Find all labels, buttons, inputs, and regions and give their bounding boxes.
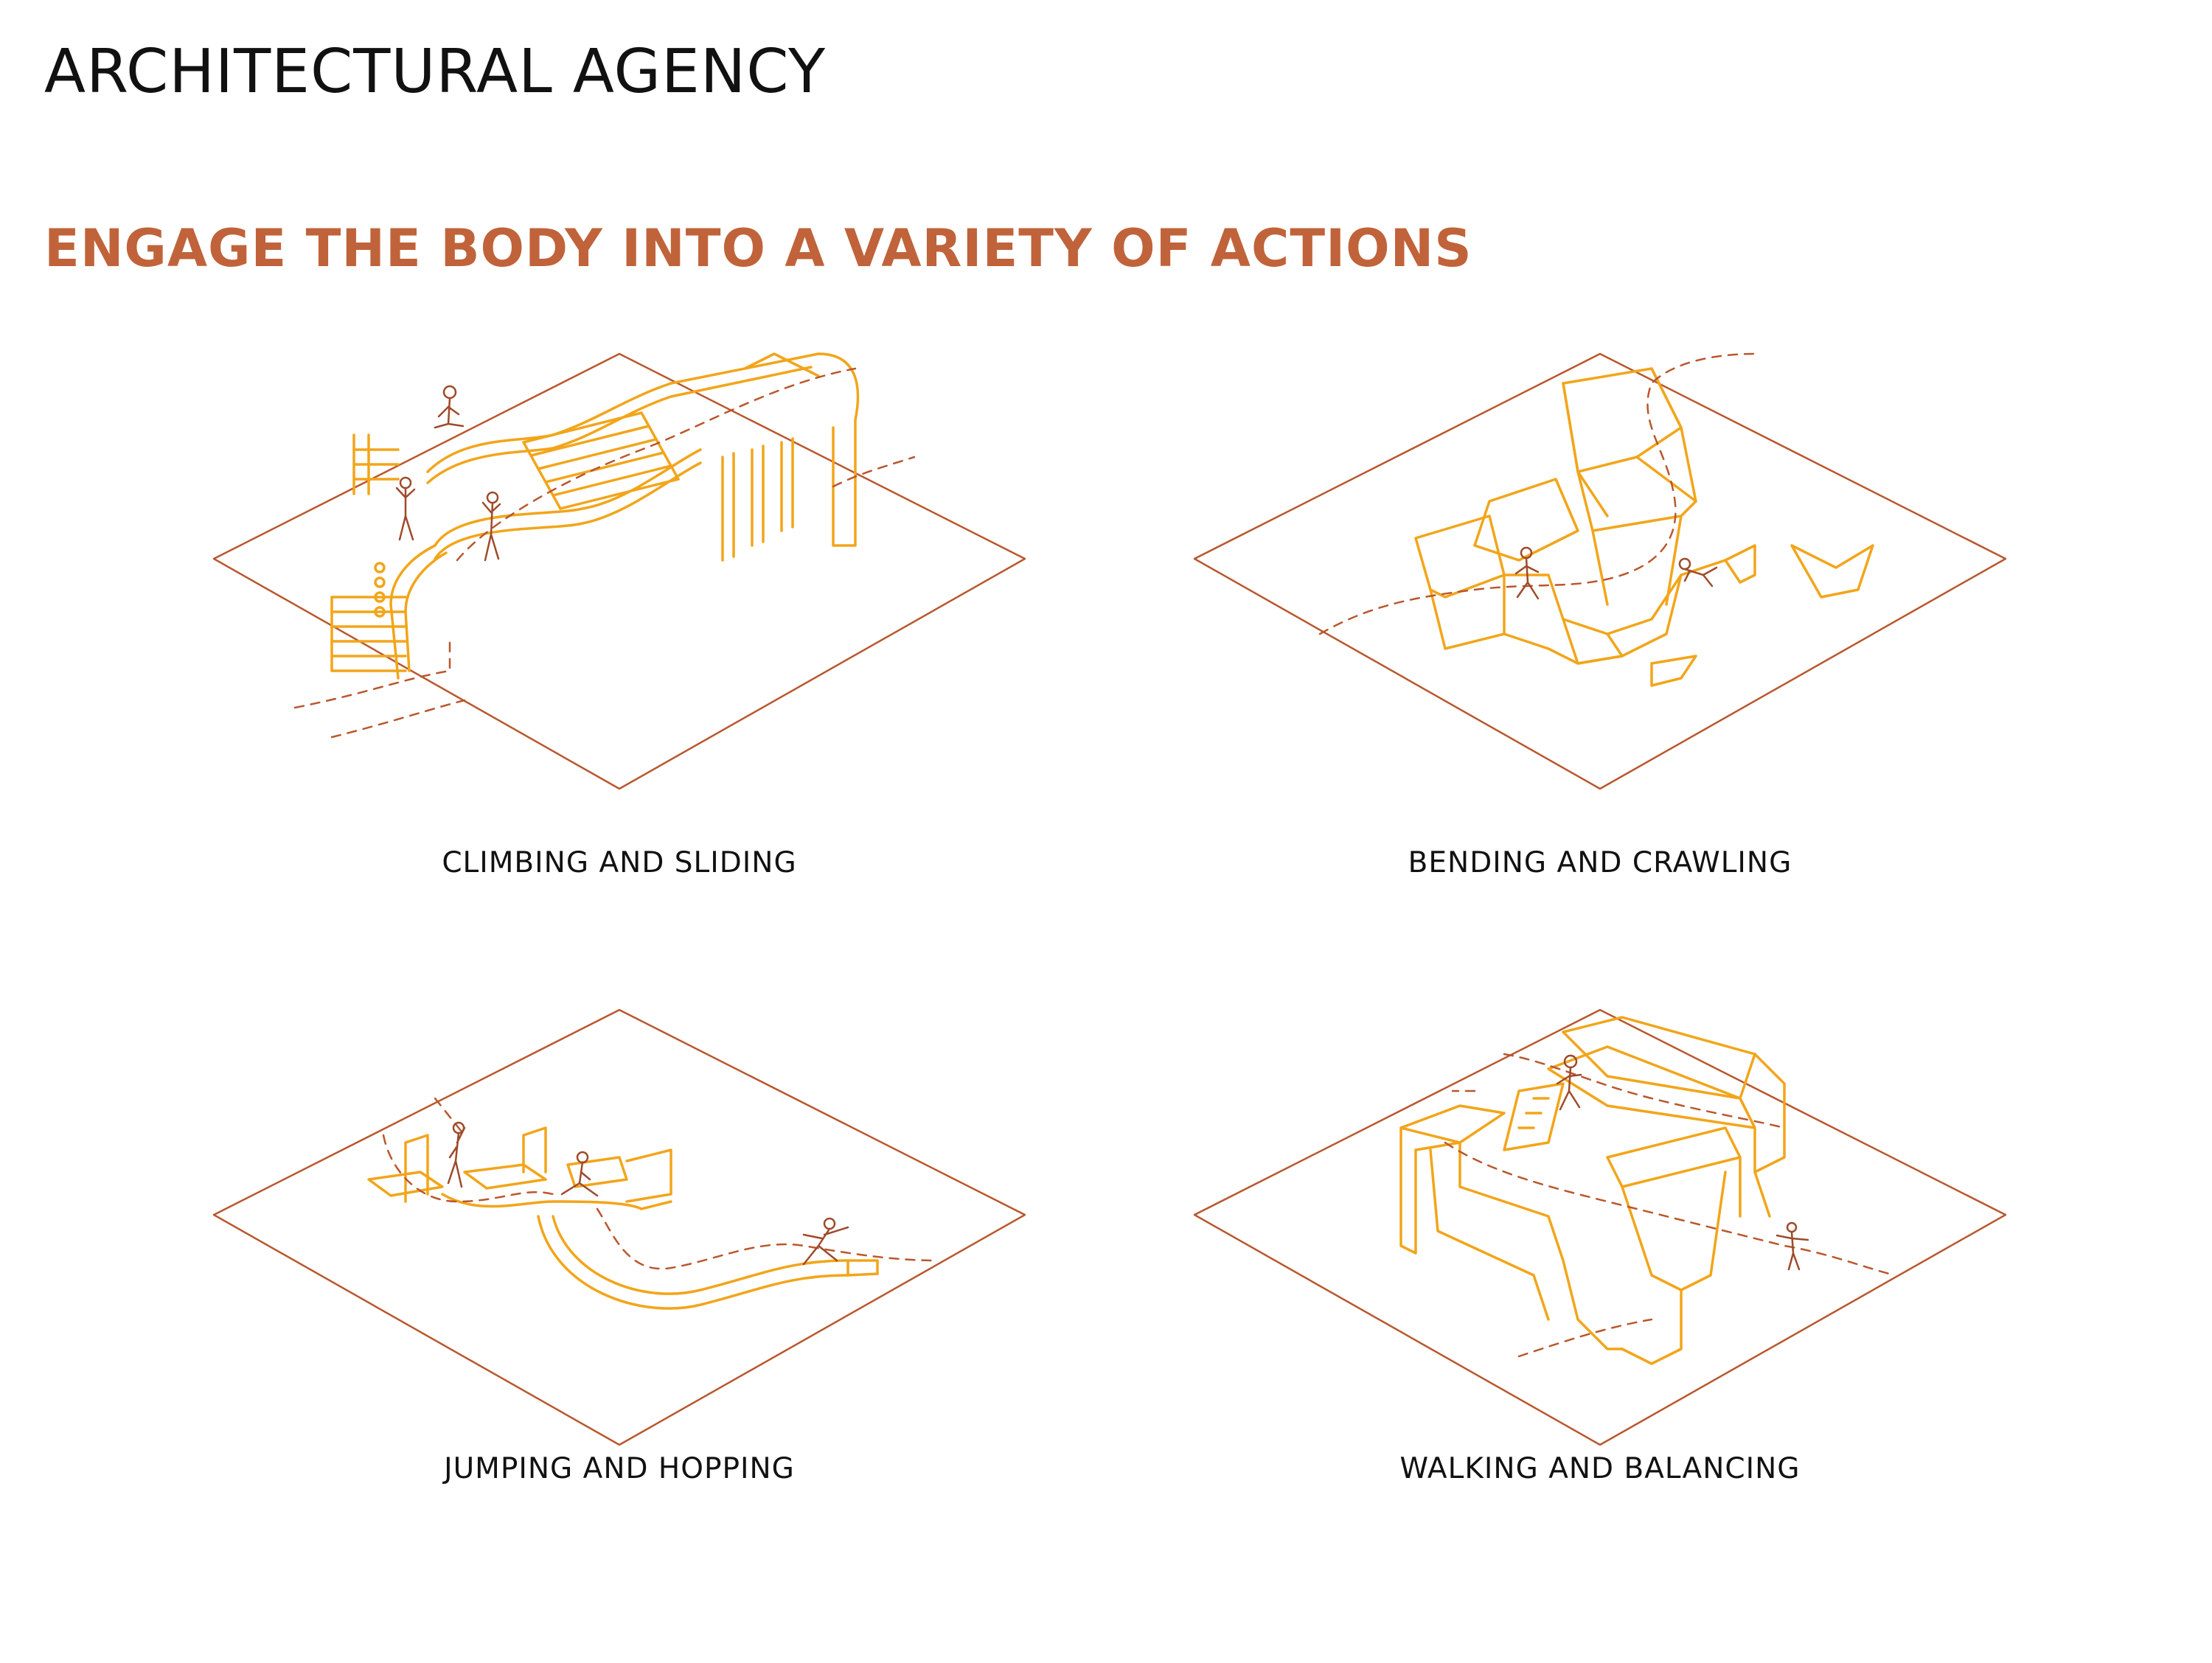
caption-jumping-hopping: JUMPING AND HOPPING bbox=[444, 1452, 795, 1485]
child-figure bbox=[395, 385, 501, 562]
child-figure bbox=[1556, 1054, 1809, 1271]
crawling-structure bbox=[1414, 367, 1874, 687]
hopping-structure bbox=[367, 1126, 879, 1310]
diagram-bending-crawling bbox=[1091, 324, 2109, 840]
ground-plane bbox=[212, 1008, 1026, 1446]
movement-path bbox=[1444, 1053, 1896, 1358]
page-subtitle: ENGAGE THE BODY INTO A VARIETY OF ACTION… bbox=[44, 218, 1472, 279]
caption-climbing-sliding: CLIMBING AND SLIDING bbox=[442, 846, 797, 879]
diagram-walking-balancing bbox=[1091, 980, 2109, 1496]
movement-path bbox=[293, 367, 916, 739]
ground-plane bbox=[1193, 352, 2007, 790]
ground-plane bbox=[1193, 1008, 2007, 1446]
climbing-structure bbox=[330, 352, 860, 680]
balancing-structure bbox=[1399, 1016, 1786, 1365]
ground-plane bbox=[212, 352, 1026, 790]
jumping-hopping-illustration bbox=[212, 1008, 1026, 1446]
caption-bending-crawling: BENDING AND CRAWLING bbox=[1408, 846, 1792, 879]
child-figure bbox=[1514, 546, 1718, 600]
page-title: ARCHITECTURAL AGENCY bbox=[44, 37, 827, 107]
movement-path bbox=[1318, 352, 1756, 635]
climbing-sliding-illustration bbox=[212, 352, 1026, 790]
diagram-climbing-sliding bbox=[111, 324, 1128, 840]
movement-path bbox=[382, 1097, 938, 1270]
diagram-jumping-hopping bbox=[111, 980, 1128, 1496]
caption-walking-balancing: WALKING AND BALANCING bbox=[1399, 1452, 1801, 1485]
child-figure bbox=[447, 1121, 849, 1266]
walking-balancing-illustration bbox=[1193, 1008, 2007, 1446]
bending-crawling-illustration bbox=[1193, 352, 2007, 790]
